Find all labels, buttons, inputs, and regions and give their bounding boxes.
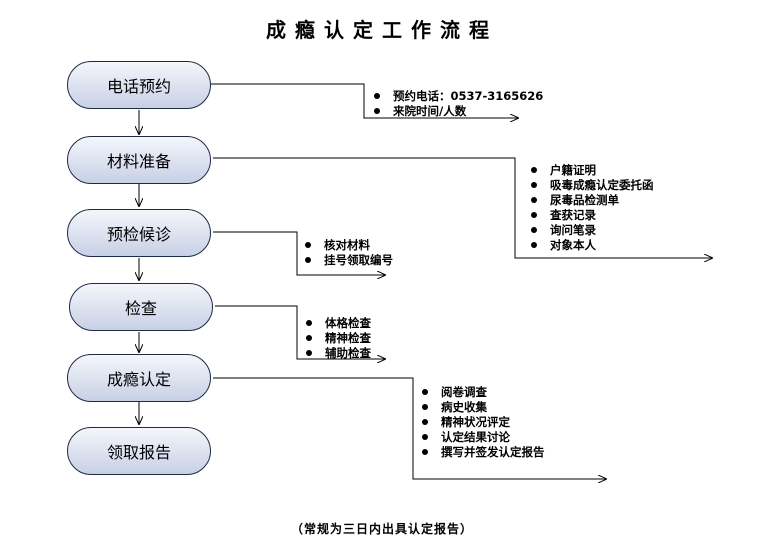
assessment-details-list: 阅卷调查 病史收集 精神状况评定 认定结果讨论 撰写并签发认定报告: [420, 385, 545, 460]
list-item: 查获记录: [529, 208, 654, 223]
list-item: 吸毒成瘾认定委托函: [529, 178, 654, 193]
list-item: 户籍证明: [529, 163, 654, 178]
list-item: 认定结果讨论: [420, 430, 545, 445]
list-item: 病史收集: [420, 400, 545, 415]
step-prepare-materials: 材料准备: [67, 136, 211, 184]
step-examination: 检查: [69, 283, 213, 331]
list-item: 核对材料: [303, 238, 393, 253]
side-connector-materials: [213, 157, 712, 258]
list-item: 挂号领取编号: [303, 253, 393, 268]
side-connector-assessment: [213, 377, 606, 479]
footer-note: （常规为三日内出具认定报告）: [290, 522, 473, 536]
list-item: 来院时间/人数: [372, 104, 543, 119]
list-item: 辅助检查: [304, 346, 371, 361]
list-item: 预约电话：0537-3165626: [372, 89, 543, 104]
side-connector-exam: [215, 305, 385, 359]
list-item: 阅卷调查: [420, 385, 545, 400]
list-item: 精神状况评定: [420, 415, 545, 430]
side-connector-precheck: [213, 231, 385, 275]
step-addiction-assessment: 成瘾认定: [67, 354, 211, 402]
list-item: 询问笔录: [529, 223, 654, 238]
exam-details-list: 体格检查 精神检查 辅助检查: [304, 316, 371, 361]
step-collect-report: 领取报告: [67, 427, 211, 475]
step-precheck-waiting: 预检候诊: [67, 209, 211, 257]
page-title: 成瘾认定工作流程: [266, 18, 498, 42]
list-item: 尿毒品检测单: [529, 193, 654, 208]
phone-details-list: 预约电话：0537-3165626 来院时间/人数: [372, 89, 543, 119]
side-connector-phone: [211, 83, 518, 118]
materials-details-list: 户籍证明 吸毒成瘾认定委托函 尿毒品检测单 查获记录 询问笔录 对象本人: [529, 163, 654, 253]
list-item: 对象本人: [529, 238, 654, 253]
list-item: 精神检查: [304, 331, 371, 346]
list-item: 体格检查: [304, 316, 371, 331]
list-item: 撰写并签发认定报告: [420, 445, 545, 460]
step-phone-appointment: 电话预约: [67, 61, 211, 109]
precheck-details-list: 核对材料 挂号领取编号: [303, 238, 393, 268]
